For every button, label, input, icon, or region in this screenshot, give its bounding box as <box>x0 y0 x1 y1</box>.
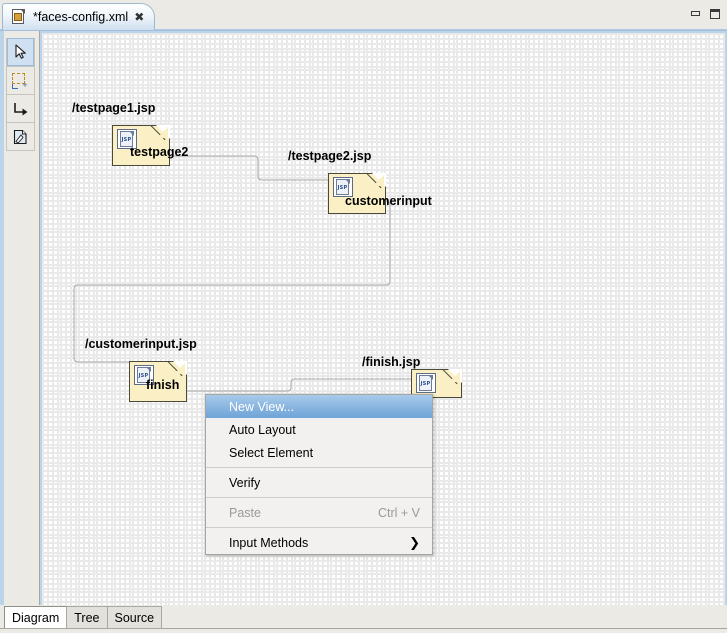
context-menu[interactable]: New View... Auto Layout Select Element V… <box>205 394 433 555</box>
editor-page-tabs: Diagram Tree Source <box>0 605 727 633</box>
menu-item-select-element[interactable]: Select Element <box>206 441 432 464</box>
node-fold-triangle <box>157 127 168 138</box>
menu-item-accelerator: Ctrl + V <box>377 505 420 520</box>
connection-arrow-icon <box>13 101 29 117</box>
editor-tab-title: *faces-config.xml <box>33 10 129 24</box>
canvas-scroll-area: /testpage1.jsp JSP testpage2 /testpage2.… <box>40 31 727 605</box>
note-tool[interactable] <box>7 122 34 150</box>
menu-item-new-view[interactable]: New View... <box>206 395 432 418</box>
diagram-canvas[interactable]: /testpage1.jsp JSP testpage2 /testpage2.… <box>40 31 727 605</box>
tab-diagram[interactable]: Diagram <box>4 606 68 628</box>
editor-body: + <box>0 31 727 605</box>
tab-label: Tree <box>74 610 100 625</box>
menu-item-input-methods[interactable]: Input Methods ❯ <box>206 531 432 554</box>
menu-item-label: Auto Layout <box>229 422 296 437</box>
close-icon[interactable]: ✖ <box>134 10 145 24</box>
menu-item-verify[interactable]: Verify <box>206 471 432 494</box>
tool-palette: + <box>0 31 40 605</box>
palette-accent-strip <box>0 31 4 605</box>
note-page-icon <box>13 129 28 145</box>
jsp-page-icon: JSP <box>117 129 137 149</box>
window-controls <box>690 9 721 19</box>
marquee-select-icon: + <box>11 72 30 89</box>
menu-item-label: Paste <box>229 505 261 520</box>
node-customerinput[interactable]: JSP <box>129 361 187 402</box>
menu-item-label: Select Element <box>229 445 314 460</box>
editor-tab-strip: *faces-config.xml ✖ <box>0 0 727 31</box>
jsp-page-icon: JSP <box>134 365 154 385</box>
chevron-right-icon: ❯ <box>409 534 420 550</box>
bottom-tab-baseline <box>0 628 727 629</box>
maximize-icon[interactable] <box>709 9 721 19</box>
jsp-page-icon: JSP <box>416 373 436 393</box>
palette-tool-list: + <box>6 38 35 151</box>
faces-config-file-icon <box>11 9 27 25</box>
node-path-label-customerinput: /customerinput.jsp <box>85 337 197 351</box>
menu-separator <box>206 467 432 468</box>
marquee-tool[interactable]: + <box>7 66 34 94</box>
menu-separator <box>206 497 432 498</box>
node-fold-triangle <box>373 175 384 186</box>
menu-item-label: New View... <box>229 399 295 414</box>
menu-item-auto-layout[interactable]: Auto Layout <box>206 418 432 441</box>
node-finish[interactable]: JSP <box>411 369 462 398</box>
tab-label: Diagram <box>12 610 60 625</box>
node-fold-triangle <box>174 363 185 374</box>
bottom-tab-list: Diagram Tree Source <box>4 606 163 628</box>
editor-tab-faces-config[interactable]: *faces-config.xml ✖ <box>2 3 156 30</box>
menu-separator <box>206 527 432 528</box>
node-path-label-finish: /finish.jsp <box>362 355 421 369</box>
tab-label: Source <box>114 610 155 625</box>
menu-item-label: Verify <box>229 475 261 490</box>
menu-item-paste: Paste Ctrl + V <box>206 501 432 524</box>
jsp-page-icon: JSP <box>333 177 353 197</box>
arrow-pointer-icon <box>14 44 28 60</box>
node-path-label-testpage1: /testpage1.jsp <box>72 101 156 115</box>
tab-source[interactable]: Source <box>106 606 163 628</box>
transition-label-testpage2: testpage2 <box>130 145 189 159</box>
transition-label-finish: finish <box>146 378 180 392</box>
connection-tool[interactable] <box>7 94 34 122</box>
node-testpage1[interactable]: JSP <box>112 125 170 166</box>
select-tool[interactable] <box>7 38 34 66</box>
node-testpage2[interactable]: JSP <box>328 173 386 214</box>
tab-strip-underline <box>0 29 727 31</box>
tab-tree[interactable]: Tree <box>66 606 108 628</box>
transition-label-customerinput: customerinput <box>345 194 432 208</box>
menu-item-label: Input Methods <box>229 535 309 550</box>
node-fold-triangle <box>449 371 460 382</box>
node-path-label-testpage2: /testpage2.jsp <box>288 149 372 163</box>
minimize-icon[interactable] <box>690 9 702 19</box>
